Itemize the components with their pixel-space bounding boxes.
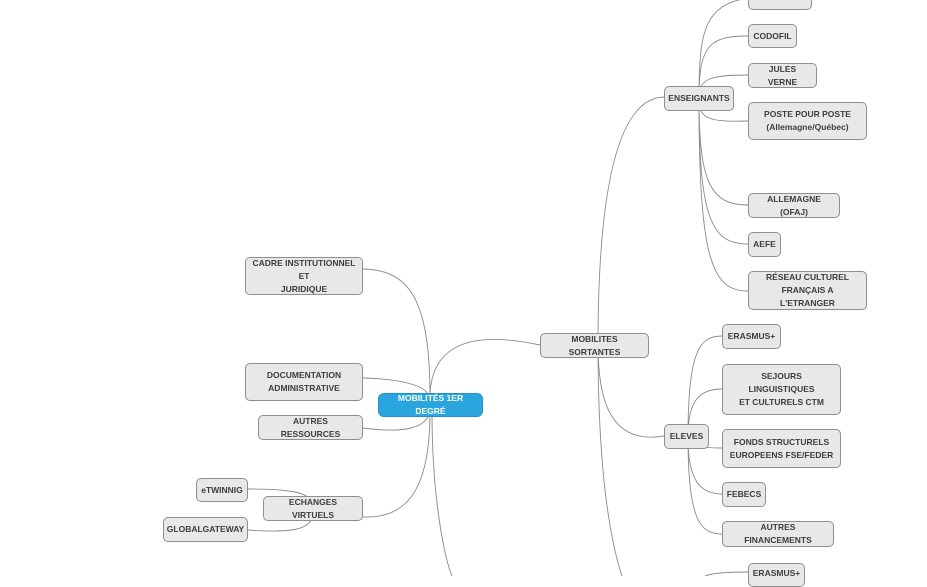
node-febecs[interactable]: FEBECS [722, 482, 766, 507]
node-top-cut[interactable] [748, 0, 812, 10]
link-ens-aefe [698, 99, 749, 245]
link-root-down [431, 411, 453, 576]
node-eleves[interactable]: ELEVES [664, 424, 709, 449]
node-enseignants[interactable]: ENSEIGNANTS [664, 86, 734, 111]
link-ele-autres [687, 437, 723, 535]
node-globalgateway[interactable]: GLOBALGATEWAY [163, 517, 248, 542]
link-root-cadre [362, 268, 431, 399]
link-root-mobilites [429, 339, 541, 399]
link-ens-allemagne [698, 99, 749, 206]
node-etwinnig[interactable]: eTWINNIG [196, 478, 248, 502]
node-autres-ressources[interactable]: AUTRES RESSOURCES [258, 415, 363, 440]
link-ens-reseau [698, 99, 749, 292]
node-echanges-virtuels[interactable]: ECHANGES VIRTUELS [263, 496, 363, 521]
node-jules-verne[interactable]: JULES VERNE [748, 63, 817, 88]
node-autres-financements[interactable]: AUTRES FINANCEMENTS [722, 521, 834, 547]
node-documentation-administrative[interactable]: DOCUMENTATION ADMINISTRATIVE [245, 363, 363, 401]
node-codofil[interactable]: CODOFIL [748, 24, 797, 48]
link-ens-codofil [698, 35, 749, 98]
node-sejours-linguistiques[interactable]: SEJOURS LINGUISTIQUES ET CULTURELS CTM [722, 364, 841, 415]
node-erasmus-eleves[interactable]: ERASMUS+ [722, 324, 781, 349]
link-mobilites-enseignants [597, 96, 665, 346]
root-node[interactable]: MOBILITÉS 1ER DEGRÉ [378, 393, 483, 417]
link-bottom-erasmus [704, 571, 749, 576]
node-aefe[interactable]: AEFE [748, 232, 781, 257]
node-mobilites-sortantes[interactable]: MOBILITES SORTANTES [540, 333, 649, 358]
link-mobilites-bottom [597, 344, 623, 576]
node-cadre-institutionnel[interactable]: CADRE INSTITUTIONNEL ET JURIDIQUE [245, 257, 363, 295]
node-poste-pour-poste[interactable]: POSTE POUR POSTE (Allemagne/Québec) [748, 102, 867, 140]
link-ele-erasmus [687, 335, 723, 437]
node-fonds-structurels[interactable]: FONDS STRUCTURELS EUROPEENS FSE/FEDER [722, 429, 841, 468]
node-erasmus-bottom[interactable]: ERASMUS+ [748, 563, 805, 587]
link-root-echanges [362, 411, 431, 518]
node-reseau-culturel[interactable]: RÉSEAU CULTUREL FRANÇAIS A L'ETRANGER [748, 271, 867, 310]
node-allemagne-ofaj[interactable]: ALLEMAGNE (OFAJ) [748, 193, 840, 218]
link-ens-top [698, 0, 741, 98]
link-mobilites-eleves [597, 344, 665, 438]
